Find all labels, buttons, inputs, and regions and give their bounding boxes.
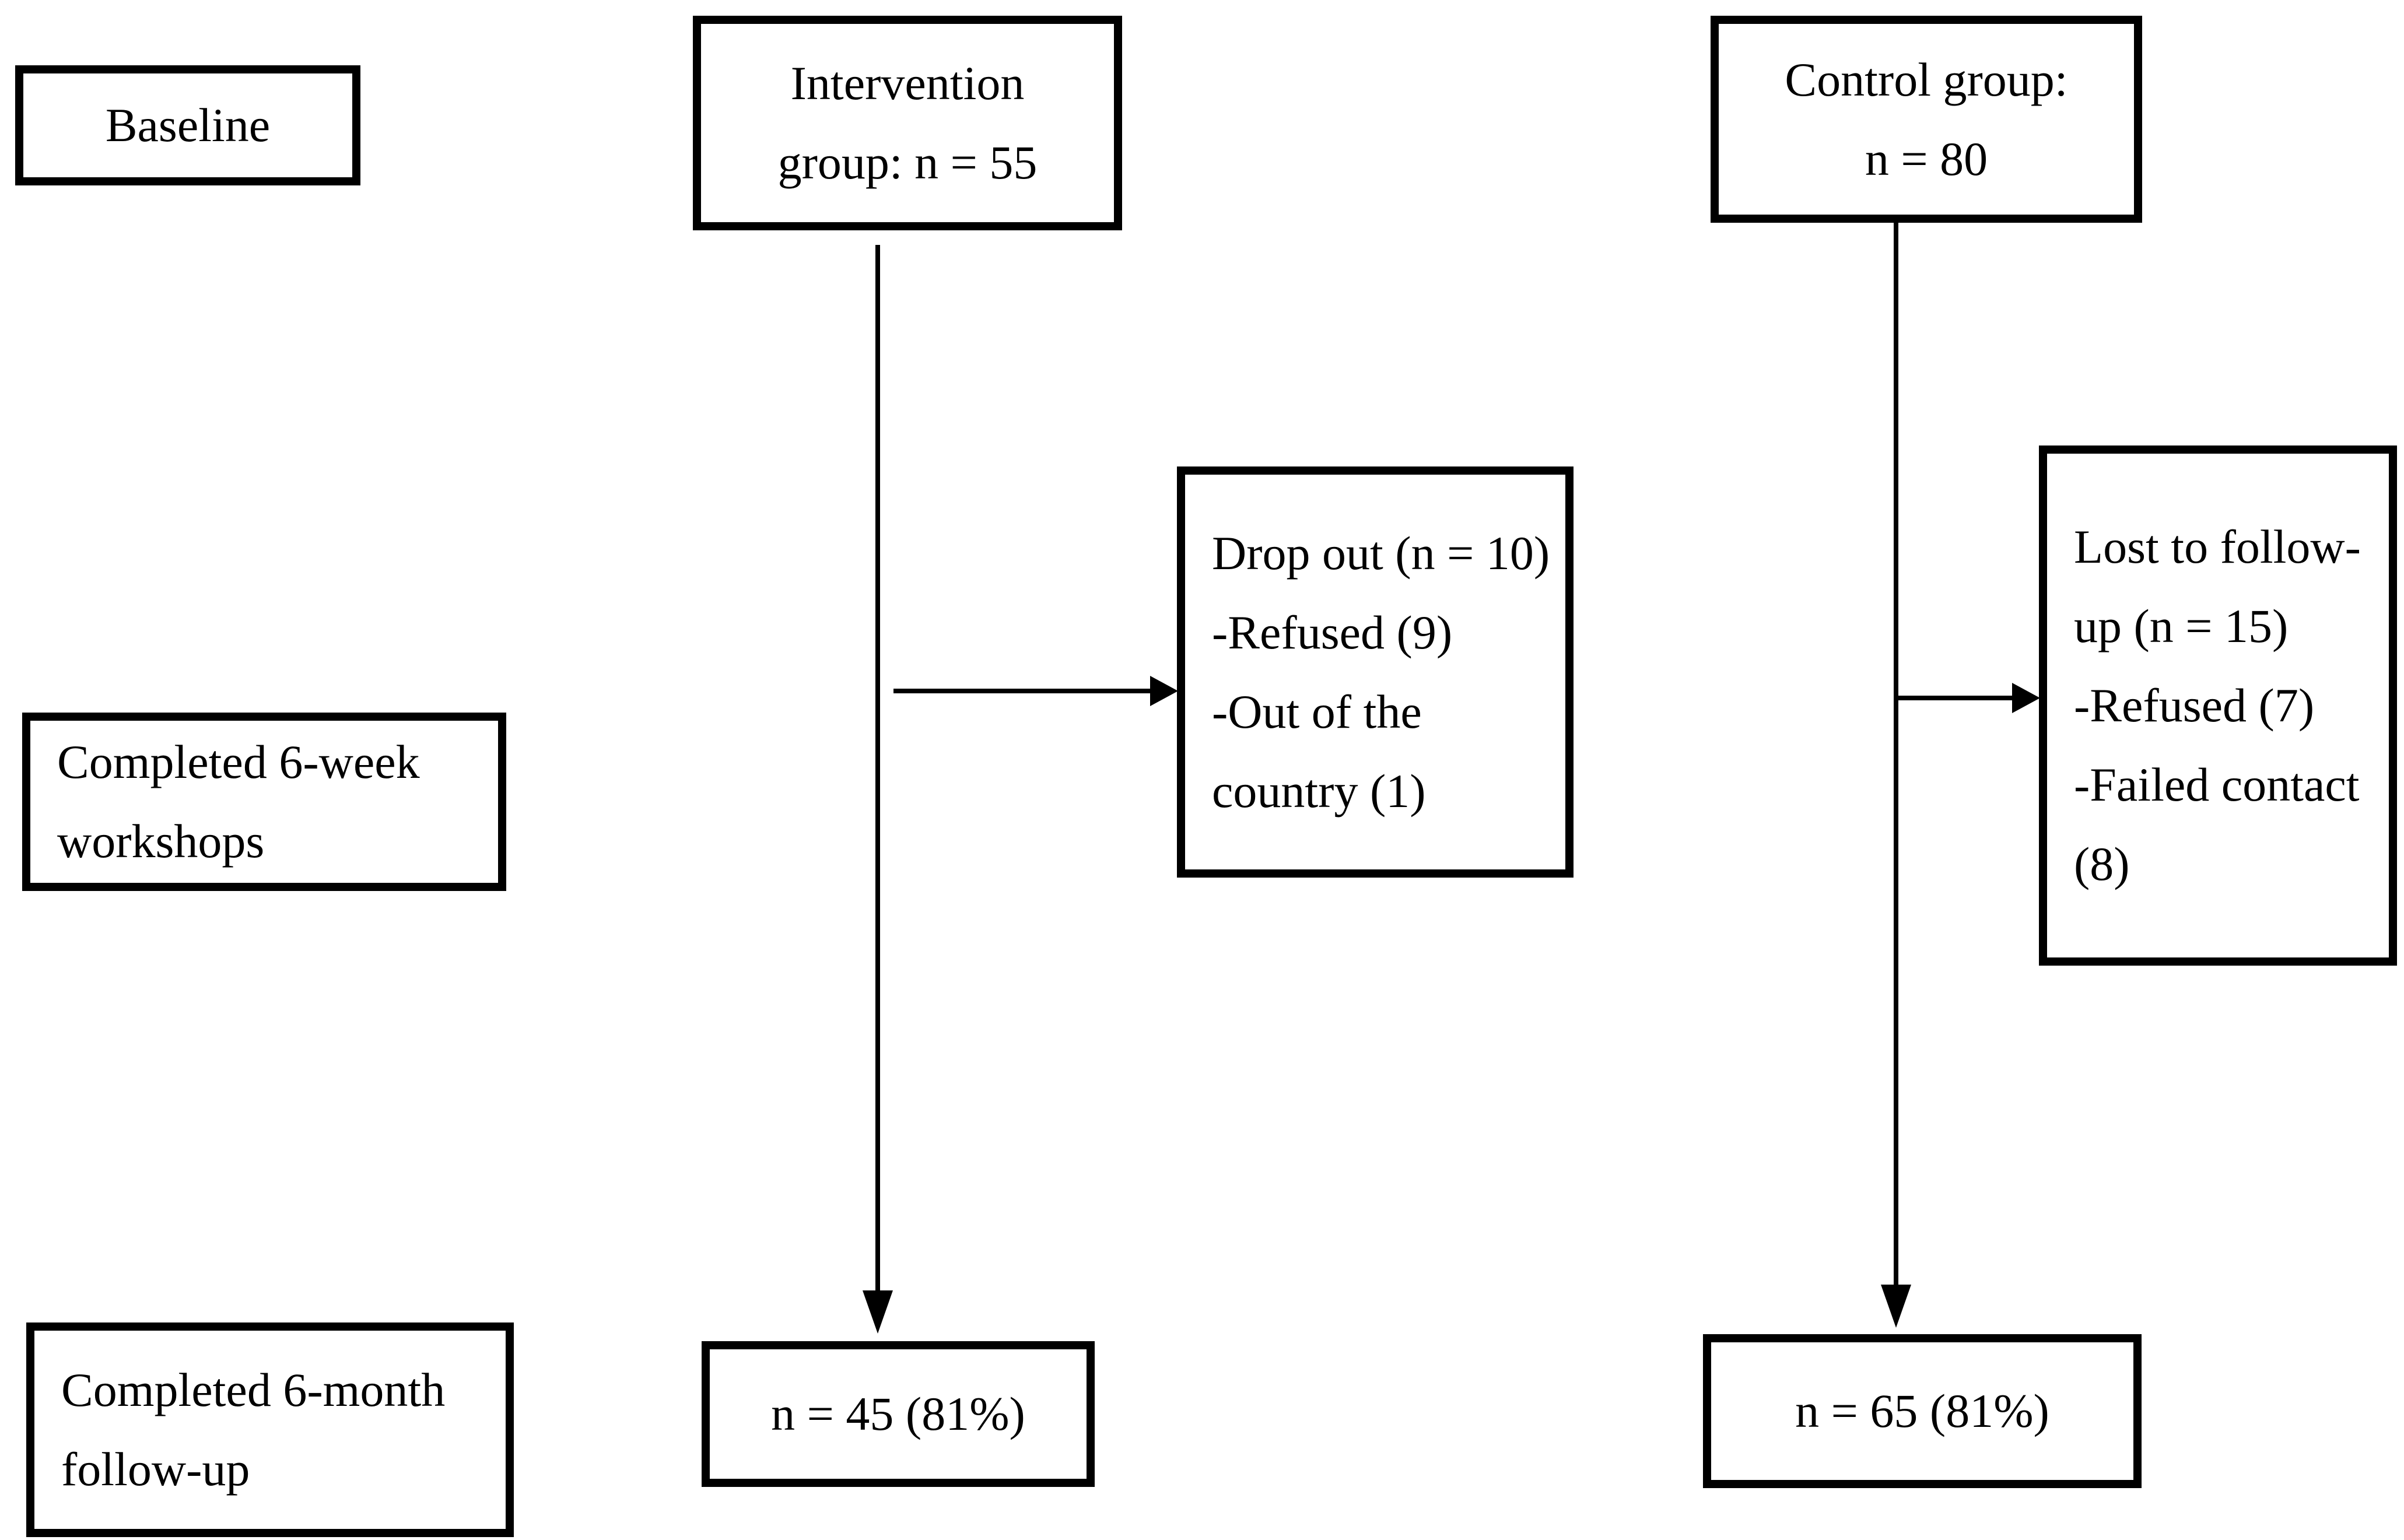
lost-box-line5: (8) [2074, 837, 2130, 890]
lost-box-line3: -Refused (7) [2074, 679, 2315, 732]
intervention-result-value: n = 45 (81%) [771, 1387, 1025, 1440]
control-result-value: n = 65 (81%) [1795, 1384, 2049, 1437]
dropout-box-line4: country (1) [1212, 764, 1426, 818]
lost-box-line2: up (n = 15) [2074, 599, 2289, 653]
control-down-arrowhead-icon [1881, 1285, 1911, 1328]
six-week-stage-label-line2: workshops [57, 815, 265, 868]
intervention-result-box: n = 45 (81%) [702, 1341, 1095, 1487]
lost-box-line1: Lost to follow- [2074, 520, 2361, 573]
dropout-box-line2: -Refused (9) [1212, 605, 1453, 659]
baseline-stage-label: Baseline [105, 99, 271, 152]
intervention-group-label-line2: group: n = 55 [777, 136, 1038, 189]
six-month-followup-stage-box: Completed 6-month follow-up [26, 1322, 514, 1537]
control-result-box: n = 65 (81%) [1703, 1334, 2142, 1488]
six-month-stage-label-line2: follow-up [61, 1443, 250, 1496]
control-lost-to-followup-box: Lost to follow- up (n = 15) -Refused (7)… [2039, 445, 2397, 966]
intervention-group-box: Intervention group: n = 55 [693, 16, 1122, 230]
six-month-stage-label-line1: Completed 6-month [61, 1363, 446, 1416]
intervention-dropout-arrowhead-icon [1150, 676, 1178, 706]
six-week-stage-label-line1: Completed 6-week [57, 735, 420, 788]
dropout-box-line1: Drop out (n = 10) [1212, 526, 1550, 580]
lost-box-line4: -Failed contact [2074, 758, 2360, 811]
control-lost-line [1896, 696, 2014, 700]
control-lost-arrowhead-icon [2012, 683, 2040, 713]
intervention-dropout-box: Drop out (n = 10) -Refused (9) -Out of t… [1177, 466, 1574, 878]
control-group-label-line2: n = 80 [1865, 132, 1988, 185]
intervention-group-label-line1: Intervention [790, 57, 1025, 110]
baseline-stage-box: Baseline [15, 65, 360, 185]
dropout-box-line3: -Out of the [1212, 685, 1422, 738]
six-week-workshops-stage-box: Completed 6-week workshops [22, 713, 506, 891]
control-group-label-line1: Control group: [1785, 52, 2068, 106]
control-vertical-flow-line [1894, 223, 1898, 1286]
intervention-down-arrowhead-icon [863, 1290, 893, 1334]
intervention-vertical-flow-line [875, 245, 880, 1292]
intervention-dropout-line [893, 689, 1151, 693]
control-group-box: Control group: n = 80 [1711, 16, 2142, 223]
